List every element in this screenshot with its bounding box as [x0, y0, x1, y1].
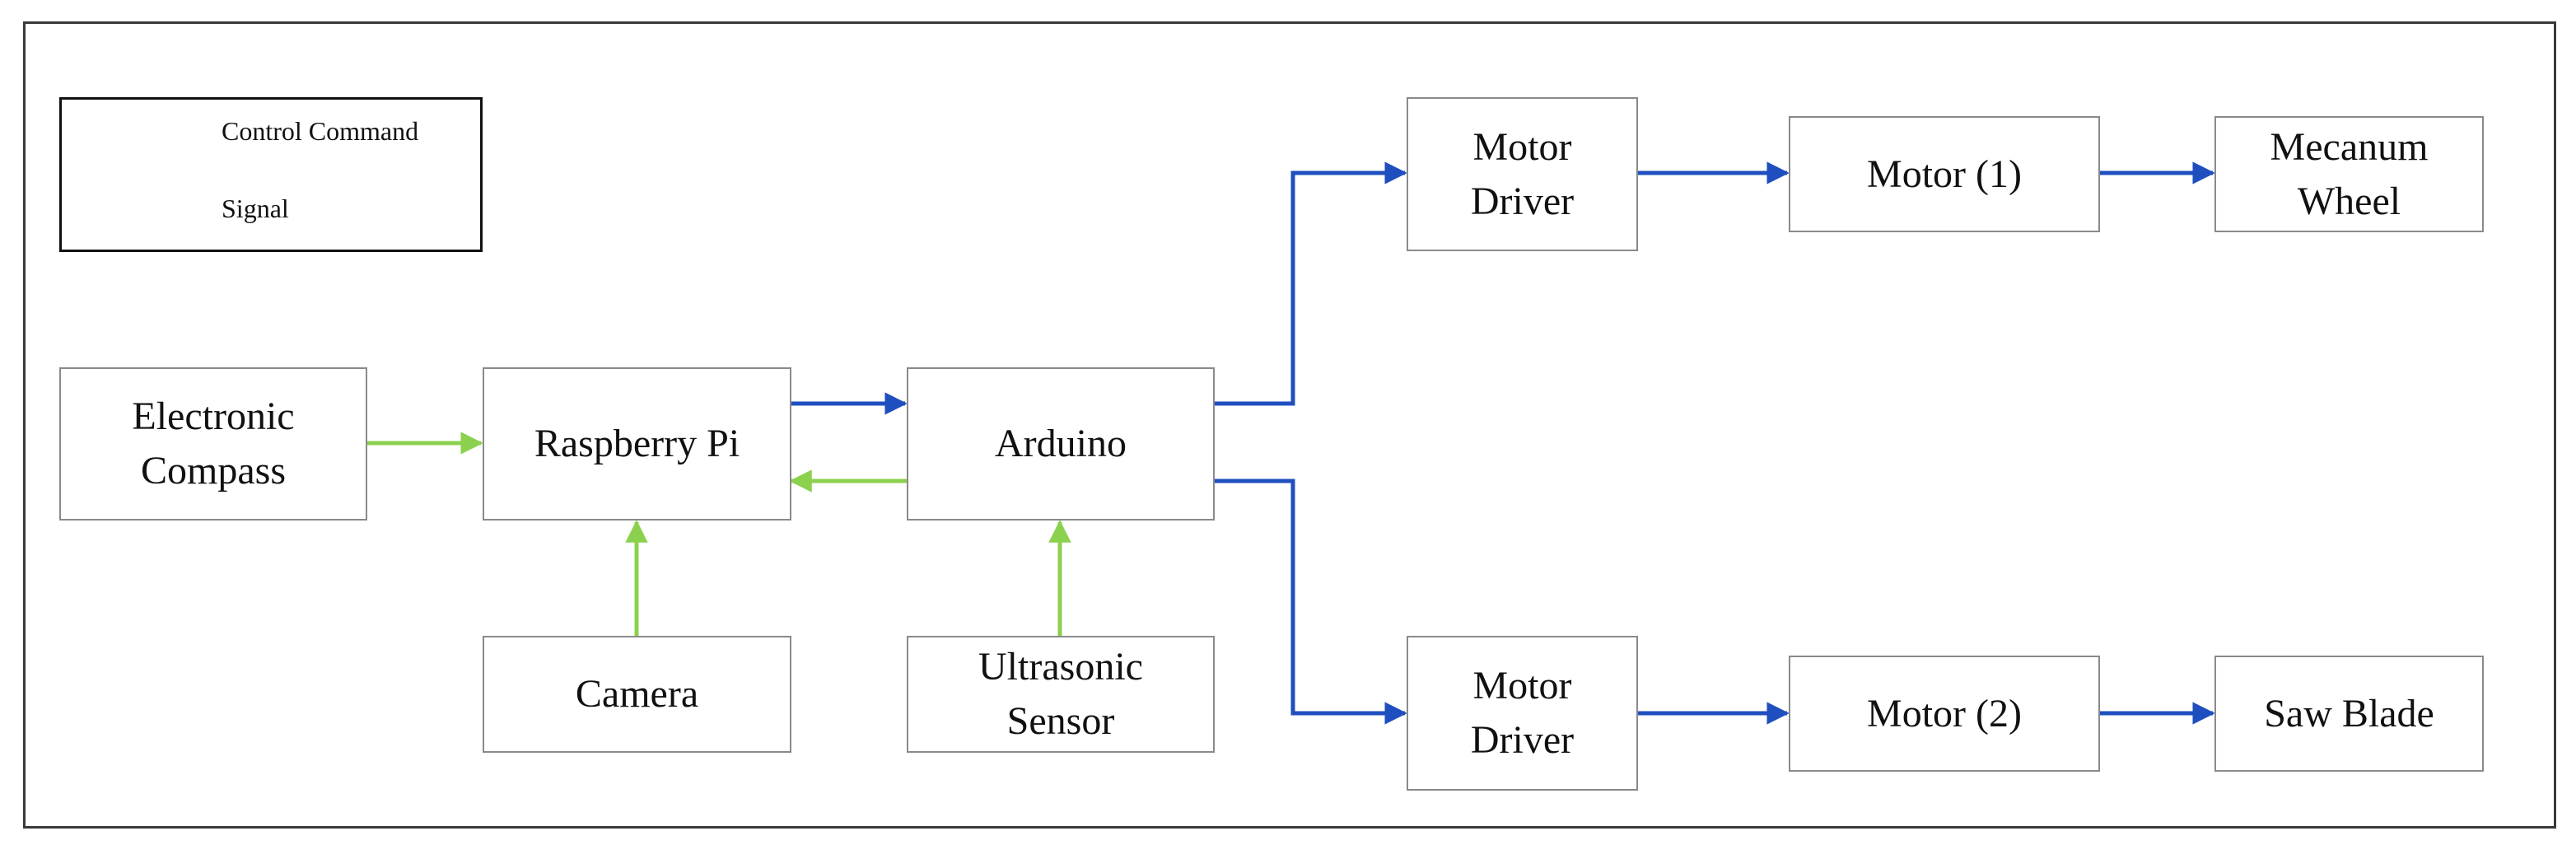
node-motor-driver-1: Motor Driver	[1407, 97, 1638, 251]
node-electronic-compass: Electronic Compass	[59, 367, 367, 521]
legend: Control Command Signal	[59, 97, 483, 252]
node-camera-label: Camera	[575, 672, 699, 716]
node-ultrasonic-sensor: Ultrasonic Sensor	[907, 636, 1215, 753]
node-motor-2-label: Motor (2)	[1867, 691, 2022, 735]
edge-arduino-to-motor-driver-1	[1215, 161, 1407, 406]
node-arduino: Arduino	[907, 367, 1215, 521]
node-camera: Camera	[483, 636, 791, 753]
legend-label-signal: Signal	[222, 194, 289, 223]
node-motor-driver-2: Motor Driver	[1407, 636, 1638, 791]
node-saw-blade-label: Saw Blade	[2264, 691, 2434, 735]
node-raspberry-pi-label: Raspberry Pi	[534, 422, 740, 465]
node-motor-1: Motor (1)	[1789, 116, 2100, 232]
node-motor-driver-1-label: Motor Driver	[1470, 124, 1575, 223]
node-ultrasonic-sensor-label: Ultrasonic Sensor	[978, 645, 1143, 743]
node-mecanum-wheel-label: Mecanum Wheel	[2270, 124, 2429, 223]
node-raspberry-pi: Raspberry Pi	[483, 367, 791, 521]
node-motor-1-label: Motor (1)	[1867, 152, 2022, 196]
node-electronic-compass-label: Electronic Compass	[132, 394, 295, 493]
node-arduino-label: Arduino	[995, 422, 1127, 465]
edge-arduino-to-motor-driver-2	[1215, 479, 1407, 725]
node-motor-2: Motor (2)	[1789, 656, 2100, 772]
legend-label-control-command: Control Command	[222, 116, 419, 146]
node-saw-blade: Saw Blade	[2214, 656, 2484, 772]
node-motor-driver-2-label: Motor Driver	[1470, 664, 1575, 762]
node-mecanum-wheel: Mecanum Wheel	[2214, 116, 2484, 232]
